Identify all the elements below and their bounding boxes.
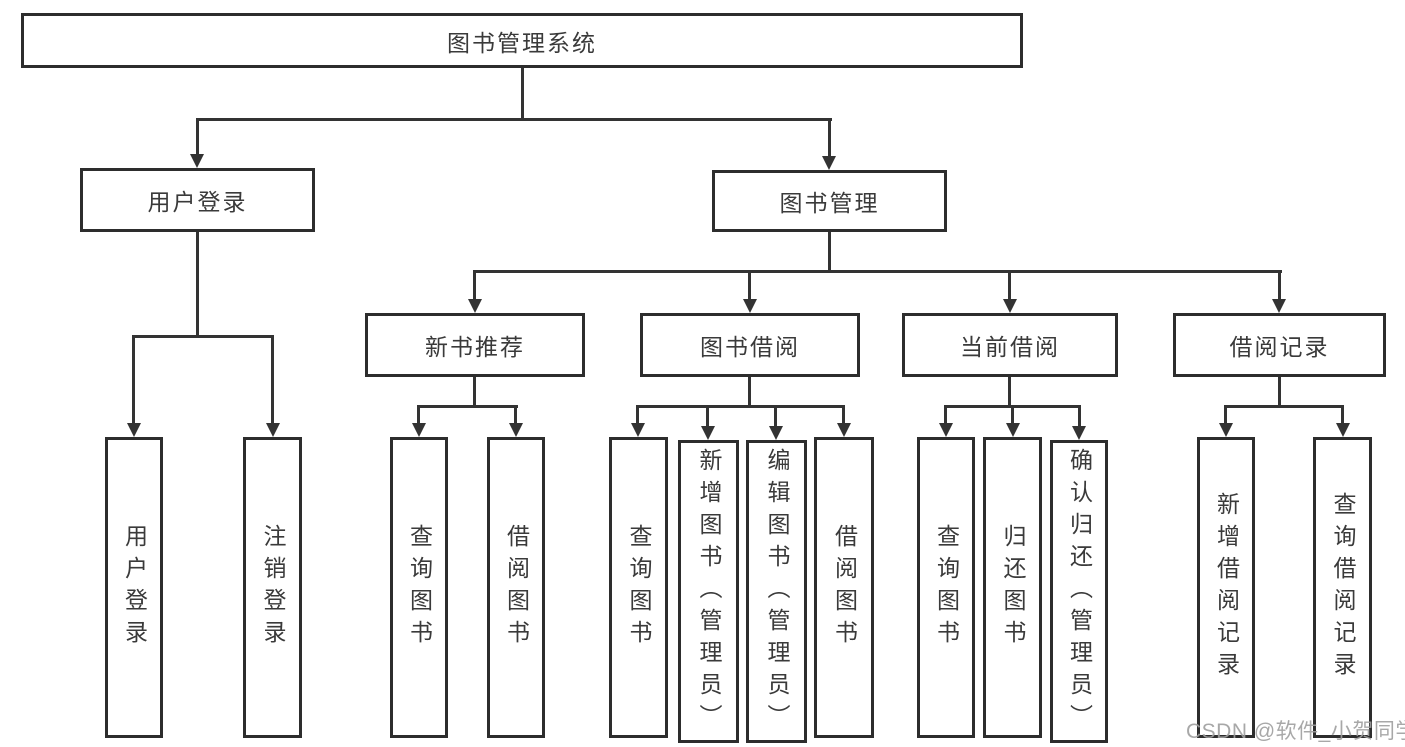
leaf-query-borrow-record-label: 查询借阅记录 xyxy=(1330,491,1356,684)
arrow-down-icon xyxy=(1336,423,1350,437)
leaf-logout: 注销登录 xyxy=(243,437,302,738)
connector-line xyxy=(748,377,751,407)
node-new-book-recommend: 新书推荐 xyxy=(365,313,585,377)
connector-line xyxy=(514,408,517,425)
connector-line xyxy=(706,408,709,428)
connector-line xyxy=(636,405,845,408)
connector-line xyxy=(828,232,831,273)
arrow-down-icon xyxy=(190,154,204,168)
node-root: 图书管理系统 xyxy=(21,13,1023,68)
leaf-confirm-return-admin-label: 确认归还（管理员） xyxy=(1066,447,1093,736)
connector-line xyxy=(473,273,476,300)
arrow-down-icon xyxy=(939,423,953,437)
connector-line xyxy=(1341,408,1344,425)
leaf-borrow-book-recommend-label: 借阅图书 xyxy=(503,523,530,652)
arrow-down-icon xyxy=(822,156,836,170)
connector-line xyxy=(132,338,135,425)
leaf-return-book-label: 归还图书 xyxy=(1000,523,1026,652)
connector-line xyxy=(1008,273,1011,300)
connector-line xyxy=(473,270,1282,273)
connector-line xyxy=(1278,273,1281,300)
leaf-confirm-return-admin: 确认归还（管理员） xyxy=(1050,440,1108,743)
arrow-down-icon xyxy=(1219,423,1233,437)
node-user-login: 用户登录 xyxy=(80,168,315,232)
node-current-borrow: 当前借阅 xyxy=(902,313,1118,377)
connector-line xyxy=(774,408,777,428)
leaf-add-book-admin-label: 新增图书（管理员） xyxy=(696,447,722,736)
connector-line xyxy=(417,405,518,408)
leaf-query-book-borrow: 查询图书 xyxy=(609,437,668,738)
connector-line xyxy=(636,408,639,425)
watermark: CSDN @软件_小贺同学 xyxy=(1186,720,1405,743)
node-borrow-records-label: 借阅记录 xyxy=(1229,334,1330,360)
connector-line xyxy=(196,232,199,335)
leaf-add-book-admin: 新增图书（管理员） xyxy=(678,440,739,743)
node-current-borrow-label: 当前借阅 xyxy=(960,334,1060,360)
connector-line xyxy=(196,121,199,156)
node-book-management: 图书管理 xyxy=(712,170,947,232)
arrow-down-icon xyxy=(266,423,280,437)
connector-line xyxy=(1224,408,1227,425)
connector-line xyxy=(1278,377,1281,407)
leaf-query-borrow-record: 查询借阅记录 xyxy=(1313,437,1372,738)
connector-line xyxy=(1224,405,1344,408)
leaf-query-book-current-label: 查询图书 xyxy=(933,523,960,652)
connector-line xyxy=(1078,408,1081,428)
node-book-borrow: 图书借阅 xyxy=(640,313,860,377)
arrow-down-icon xyxy=(1272,299,1286,313)
connector-line xyxy=(1008,377,1011,407)
arrow-down-icon xyxy=(769,426,783,440)
arrow-down-icon xyxy=(743,299,757,313)
arrow-down-icon xyxy=(631,423,645,437)
node-book-management-label: 图书管理 xyxy=(779,190,880,216)
node-root-label: 图书管理系统 xyxy=(447,29,597,56)
arrow-down-icon xyxy=(412,423,426,437)
connector-line xyxy=(271,338,274,425)
arrow-down-icon xyxy=(1003,299,1017,313)
connector-line xyxy=(748,273,751,300)
arrow-down-icon xyxy=(127,423,141,437)
arrow-down-icon xyxy=(468,299,482,313)
leaf-user-login: 用户登录 xyxy=(105,437,163,738)
leaf-query-book-borrow-label: 查询图书 xyxy=(626,523,652,652)
connector-line xyxy=(417,408,420,425)
arrow-down-icon xyxy=(509,423,523,437)
connector-line xyxy=(828,121,831,158)
connector-line xyxy=(132,335,274,338)
leaf-logout-label: 注销登录 xyxy=(260,523,286,652)
arrow-down-icon xyxy=(837,423,851,437)
arrow-down-icon xyxy=(701,426,715,440)
arrow-down-icon xyxy=(1006,423,1020,437)
connector-line xyxy=(473,377,476,407)
leaf-edit-book-admin-label: 编辑图书（管理员） xyxy=(764,447,790,736)
connector-line xyxy=(944,405,1081,408)
leaf-return-book: 归还图书 xyxy=(983,437,1042,738)
node-borrow-records: 借阅记录 xyxy=(1173,313,1386,377)
arrow-down-icon xyxy=(1072,426,1086,440)
node-book-borrow-label: 图书借阅 xyxy=(700,334,800,360)
connector-line xyxy=(1011,408,1014,425)
leaf-add-borrow-record: 新增借阅记录 xyxy=(1197,437,1255,738)
leaf-borrow-book-label: 借阅图书 xyxy=(831,523,858,652)
node-new-book-recommend-label: 新书推荐 xyxy=(425,334,525,360)
leaf-query-book-recommend: 查询图书 xyxy=(390,437,448,738)
connector-line xyxy=(842,408,845,425)
leaf-borrow-book-recommend: 借阅图书 xyxy=(487,437,545,738)
leaf-user-login-label: 用户登录 xyxy=(121,523,148,652)
connector-line xyxy=(196,118,832,121)
leaf-query-book-recommend-label: 查询图书 xyxy=(406,523,433,652)
connector-line xyxy=(521,68,524,121)
connector-line xyxy=(944,408,947,425)
leaf-query-book-current: 查询图书 xyxy=(917,437,975,738)
leaf-add-borrow-record-label: 新增借阅记录 xyxy=(1213,491,1240,684)
node-user-login-label: 用户登录 xyxy=(147,189,248,215)
leaf-borrow-book: 借阅图书 xyxy=(814,437,874,738)
leaf-edit-book-admin: 编辑图书（管理员） xyxy=(746,440,807,743)
